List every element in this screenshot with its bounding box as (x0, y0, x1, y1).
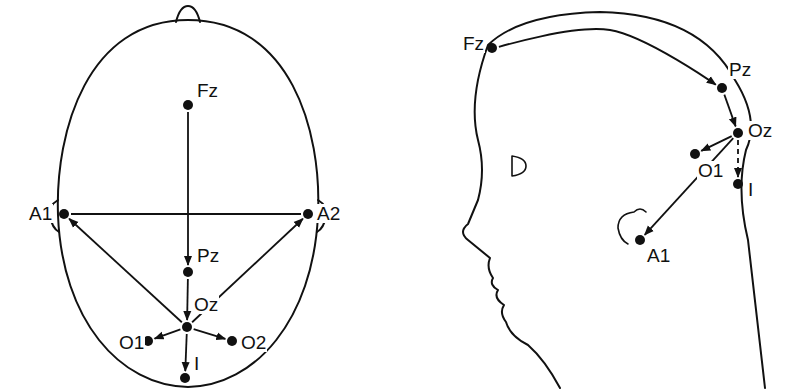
electrode-dot: A1 (635, 235, 645, 245)
electrode-dot: A2 (303, 209, 313, 219)
electrode-dot: Oz (182, 322, 192, 332)
electrode-dot: O2 (227, 336, 237, 346)
electrode-label: O1 (697, 161, 724, 180)
electrode-dot: Pz (183, 267, 193, 277)
nose-top (176, 6, 200, 22)
head-profile (463, 12, 765, 388)
arrow-connector (187, 112, 189, 265)
arrow-connector (186, 279, 189, 320)
electrode-dot: Pz (717, 83, 727, 93)
electrode-label: I (747, 180, 754, 199)
head-outline-top (58, 20, 319, 387)
electrode-label: O1 (118, 333, 145, 352)
electrode-dot: Oz (733, 128, 743, 138)
electrode-dot: Fz (183, 100, 193, 110)
electrode-dot: I (180, 373, 190, 383)
electrode-label: A1 (646, 246, 671, 265)
arrow-connector (645, 138, 734, 235)
electrode-label: Oz (747, 121, 773, 140)
arrow-connector (185, 334, 186, 371)
electrode-label: A1 (28, 204, 53, 223)
arrow-connector (737, 140, 739, 177)
electrode-dot: O1 (143, 336, 153, 346)
arrow-connector (192, 219, 303, 322)
arrow-connector (499, 29, 716, 85)
arrow-connector (701, 136, 731, 151)
electrode-label: Pz (196, 246, 220, 265)
electrode-dot: I (733, 179, 743, 189)
electrode-dot: A1 (59, 209, 69, 219)
electrode-label: Oz (193, 295, 219, 314)
eye (512, 156, 526, 176)
arrow-connector (69, 219, 182, 323)
ear-side (618, 209, 646, 244)
electrode-dot: Fz (487, 43, 497, 53)
arrow-connector (724, 95, 735, 127)
electrode-label: Fz (196, 81, 219, 100)
arrow-connector (71, 213, 301, 215)
arrow-connector (155, 329, 181, 338)
arrow-connector (194, 329, 226, 339)
electrode-label: Fz (462, 34, 485, 53)
electrode-label: Pz (728, 60, 752, 79)
electrode-label: A2 (316, 204, 341, 223)
electrode-label: I (193, 354, 200, 373)
electrode-dot: O1 (690, 149, 700, 159)
electrode-label: O2 (240, 333, 267, 352)
